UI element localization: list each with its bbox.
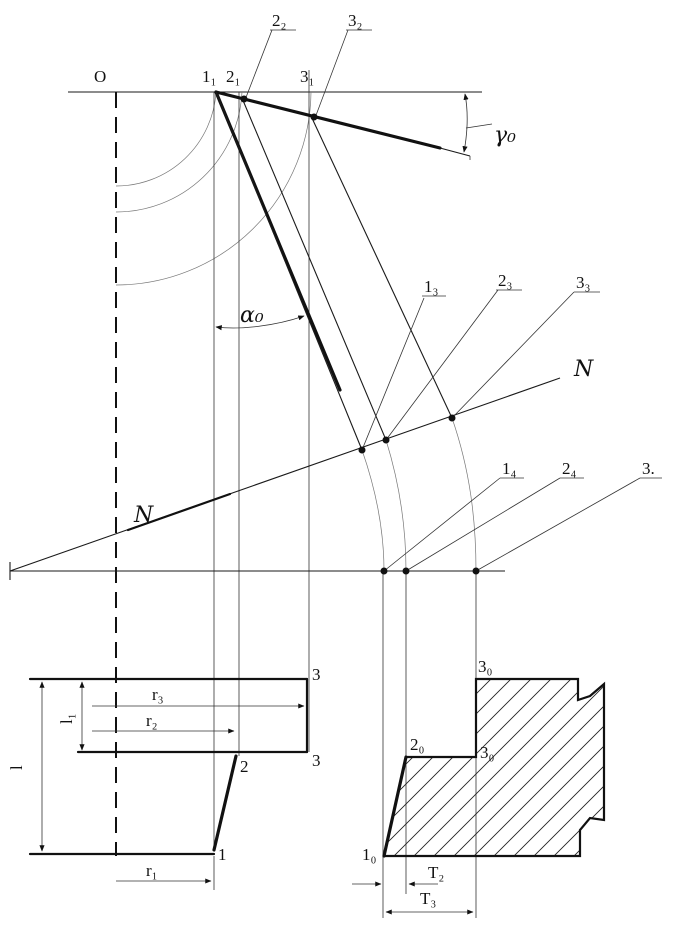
arc-r1 xyxy=(115,91,217,187)
label-n-bottom: N xyxy=(133,503,154,528)
leader-1-3 xyxy=(361,297,425,451)
rake-face-extension xyxy=(439,147,471,157)
label-r1: r₁ xyxy=(146,861,158,880)
label-1-4: 1₄ xyxy=(502,459,517,478)
label-origin: O xyxy=(94,67,106,86)
point-3-2-dot xyxy=(310,113,318,121)
label-r3: r₃ xyxy=(152,685,164,704)
leader-3-3 xyxy=(451,291,575,419)
label-3-3: 3₃ xyxy=(576,273,591,292)
proj-line-1 xyxy=(215,91,363,451)
label-point-3-top: 3 xyxy=(312,665,321,684)
label-r2: r₂ xyxy=(146,711,158,730)
label-point-1: 1 xyxy=(218,845,227,864)
point-1-3-dot xyxy=(358,446,366,454)
n-n-bold-segment xyxy=(126,492,232,532)
label-point-3-mid: 3 xyxy=(312,751,321,770)
label-3-4: 3. xyxy=(642,459,655,478)
arc-1-3-to-1-4 xyxy=(361,449,385,572)
point-3-3-dot xyxy=(448,414,456,422)
point-2-3-dot xyxy=(382,436,390,444)
leader-3-2 xyxy=(314,29,349,119)
label-2-0: 2₀ xyxy=(410,735,425,754)
label-3-2: 3₂ xyxy=(348,11,362,30)
gamma-leader xyxy=(465,123,493,129)
point-2-2-dot xyxy=(240,95,248,103)
tool-cutting-edge xyxy=(382,755,408,858)
label-n-top: N xyxy=(573,357,594,382)
label-2-3: 2₃ xyxy=(498,271,513,290)
tool-profile-outline xyxy=(382,677,606,858)
arc-3-3-to-3-4 xyxy=(451,417,477,572)
label-2-2: 2₂ xyxy=(272,11,286,30)
leader-2-4 xyxy=(405,477,561,572)
label-3-0-mid: 3₀ xyxy=(480,743,495,762)
arc-r3 xyxy=(115,91,312,286)
label-2-1: 2₁ xyxy=(226,67,240,86)
arc-2-3-to-2-4 xyxy=(385,439,407,572)
proj-line-2 xyxy=(241,97,387,441)
label-t3: T₃ xyxy=(420,889,436,908)
part-cutting-edge xyxy=(212,754,238,852)
profile-hatching xyxy=(384,679,604,856)
leader-3-4 xyxy=(475,477,641,572)
label-point-2: 2 xyxy=(240,757,249,776)
label-1-1: 1₁ xyxy=(202,67,216,86)
point-3-4-dot xyxy=(472,567,480,575)
label-3-0-top: 3₀ xyxy=(478,657,493,676)
label-t2: T₂ xyxy=(428,863,444,882)
label-3-1: 3₁ xyxy=(300,67,314,86)
rake-face-line xyxy=(214,90,442,150)
point-2-4-dot xyxy=(402,567,410,575)
arc-r2 xyxy=(115,91,243,213)
label-l1: l₁ xyxy=(57,713,76,724)
proj-line-3 xyxy=(310,115,453,419)
n-n-line xyxy=(9,377,561,572)
label-1-3: 1₃ xyxy=(424,277,439,296)
alpha-arc xyxy=(215,315,305,331)
point-1-4-dot xyxy=(380,567,388,575)
label-1-0: 1₀ xyxy=(362,845,377,864)
gamma-arc xyxy=(462,93,469,153)
label-l: l xyxy=(7,765,26,770)
leader-2-2 xyxy=(244,29,273,101)
label-gamma: γ₀ xyxy=(494,123,516,148)
leader-2-3 xyxy=(385,289,499,441)
label-alpha: α₀ xyxy=(240,303,264,328)
label-2-4: 2₄ xyxy=(562,459,577,478)
leader-1-4 xyxy=(383,477,501,572)
